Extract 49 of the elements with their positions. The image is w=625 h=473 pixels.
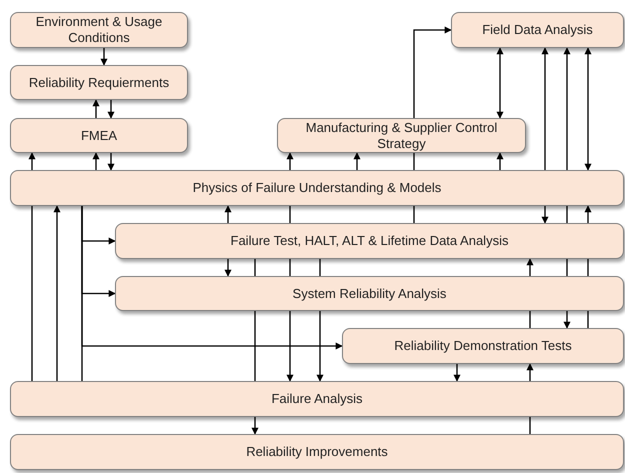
arrow — [54, 205, 60, 381]
arrow — [100, 48, 108, 66]
box-label: Failure Analysis — [271, 391, 363, 407]
box-label: Reliability Demonstration Tests — [394, 338, 572, 354]
process-box — [10, 434, 624, 470]
arrow — [564, 47, 570, 170]
process-box — [115, 223, 624, 259]
arrow — [108, 153, 114, 171]
process-box — [10, 12, 188, 48]
arrow — [92, 99, 100, 118]
arrow — [28, 152, 36, 170]
process-box — [342, 328, 624, 364]
box-label: Reliability Requierments — [28, 74, 170, 90]
arrow — [354, 152, 360, 170]
process-box — [10, 381, 624, 417]
arrow — [496, 47, 504, 119]
arrow — [584, 47, 592, 171]
arrow — [286, 311, 294, 382]
arrow — [252, 417, 258, 435]
process-box — [10, 118, 188, 153]
arrow — [454, 364, 460, 382]
arrow — [542, 47, 548, 170]
arrow — [584, 205, 592, 223]
process-box — [451, 12, 624, 48]
arrow — [224, 259, 232, 277]
box-label: Reliability Improvements — [246, 444, 388, 460]
process-box — [115, 276, 624, 311]
arrow — [92, 152, 100, 170]
box-label: Environment & Usage Conditions — [34, 14, 164, 46]
arrow — [316, 311, 324, 382]
arrow — [413, 26, 452, 118]
box-label: Manufacturing & Supplier Control Strategy — [304, 120, 498, 152]
process-box — [10, 65, 188, 100]
box-label: Physics of Failure Understanding & Models — [192, 180, 442, 196]
arrow — [542, 206, 548, 224]
arrow — [286, 152, 294, 170]
process-box — [10, 170, 624, 206]
arrow — [526, 258, 534, 276]
arrow — [526, 363, 534, 381]
arrow — [496, 152, 504, 170]
arrow — [224, 205, 232, 223]
arrow — [564, 311, 570, 329]
box-label: Failure Test, HALT, ALT & Lifetime Data Analysis — [230, 233, 508, 249]
box-label: Field Data Analysis — [482, 22, 593, 38]
box-label: FMEA — [80, 128, 118, 144]
arrow — [81, 206, 343, 350]
process-box — [277, 118, 526, 153]
arrow — [108, 100, 114, 119]
box-label: System Reliability Analysis — [292, 286, 446, 302]
